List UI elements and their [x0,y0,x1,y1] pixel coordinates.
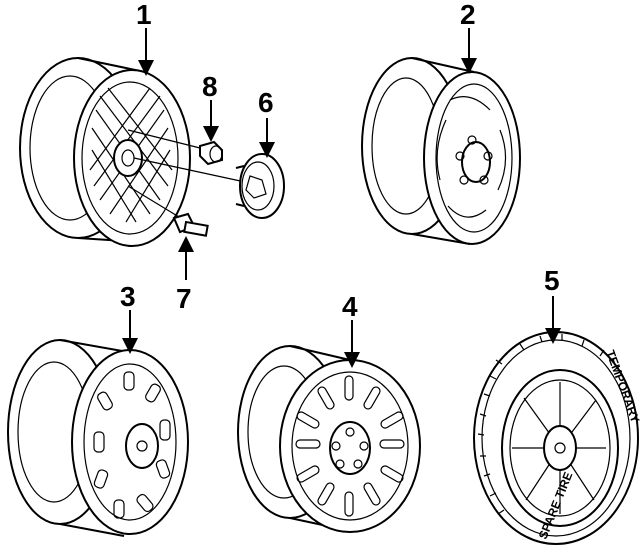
callout-7: 7 [176,283,192,314]
lug-nut-8 [199,100,223,166]
wheel-1-lattice [19,57,246,247]
callout-4: 4 [342,291,358,322]
center-cap-6 [235,118,285,219]
lug-bolt-7 [172,212,209,280]
callout-8: 8 [202,71,218,102]
callout-3: 3 [120,281,136,312]
wheel-4-alloy [237,320,421,533]
tread-pattern [477,334,605,515]
callout-2: 2 [460,0,476,30]
callout-1: 1 [136,0,152,30]
spokes [512,382,606,514]
wheel-3-slotted [7,310,189,537]
callout-5: 5 [544,265,560,296]
spare-tire-5: SPARE TIRE TEMPORARY [473,296,640,545]
alloy-windows [295,375,405,517]
wheel-2-spoke [361,28,521,245]
callout-6: 6 [258,87,274,118]
